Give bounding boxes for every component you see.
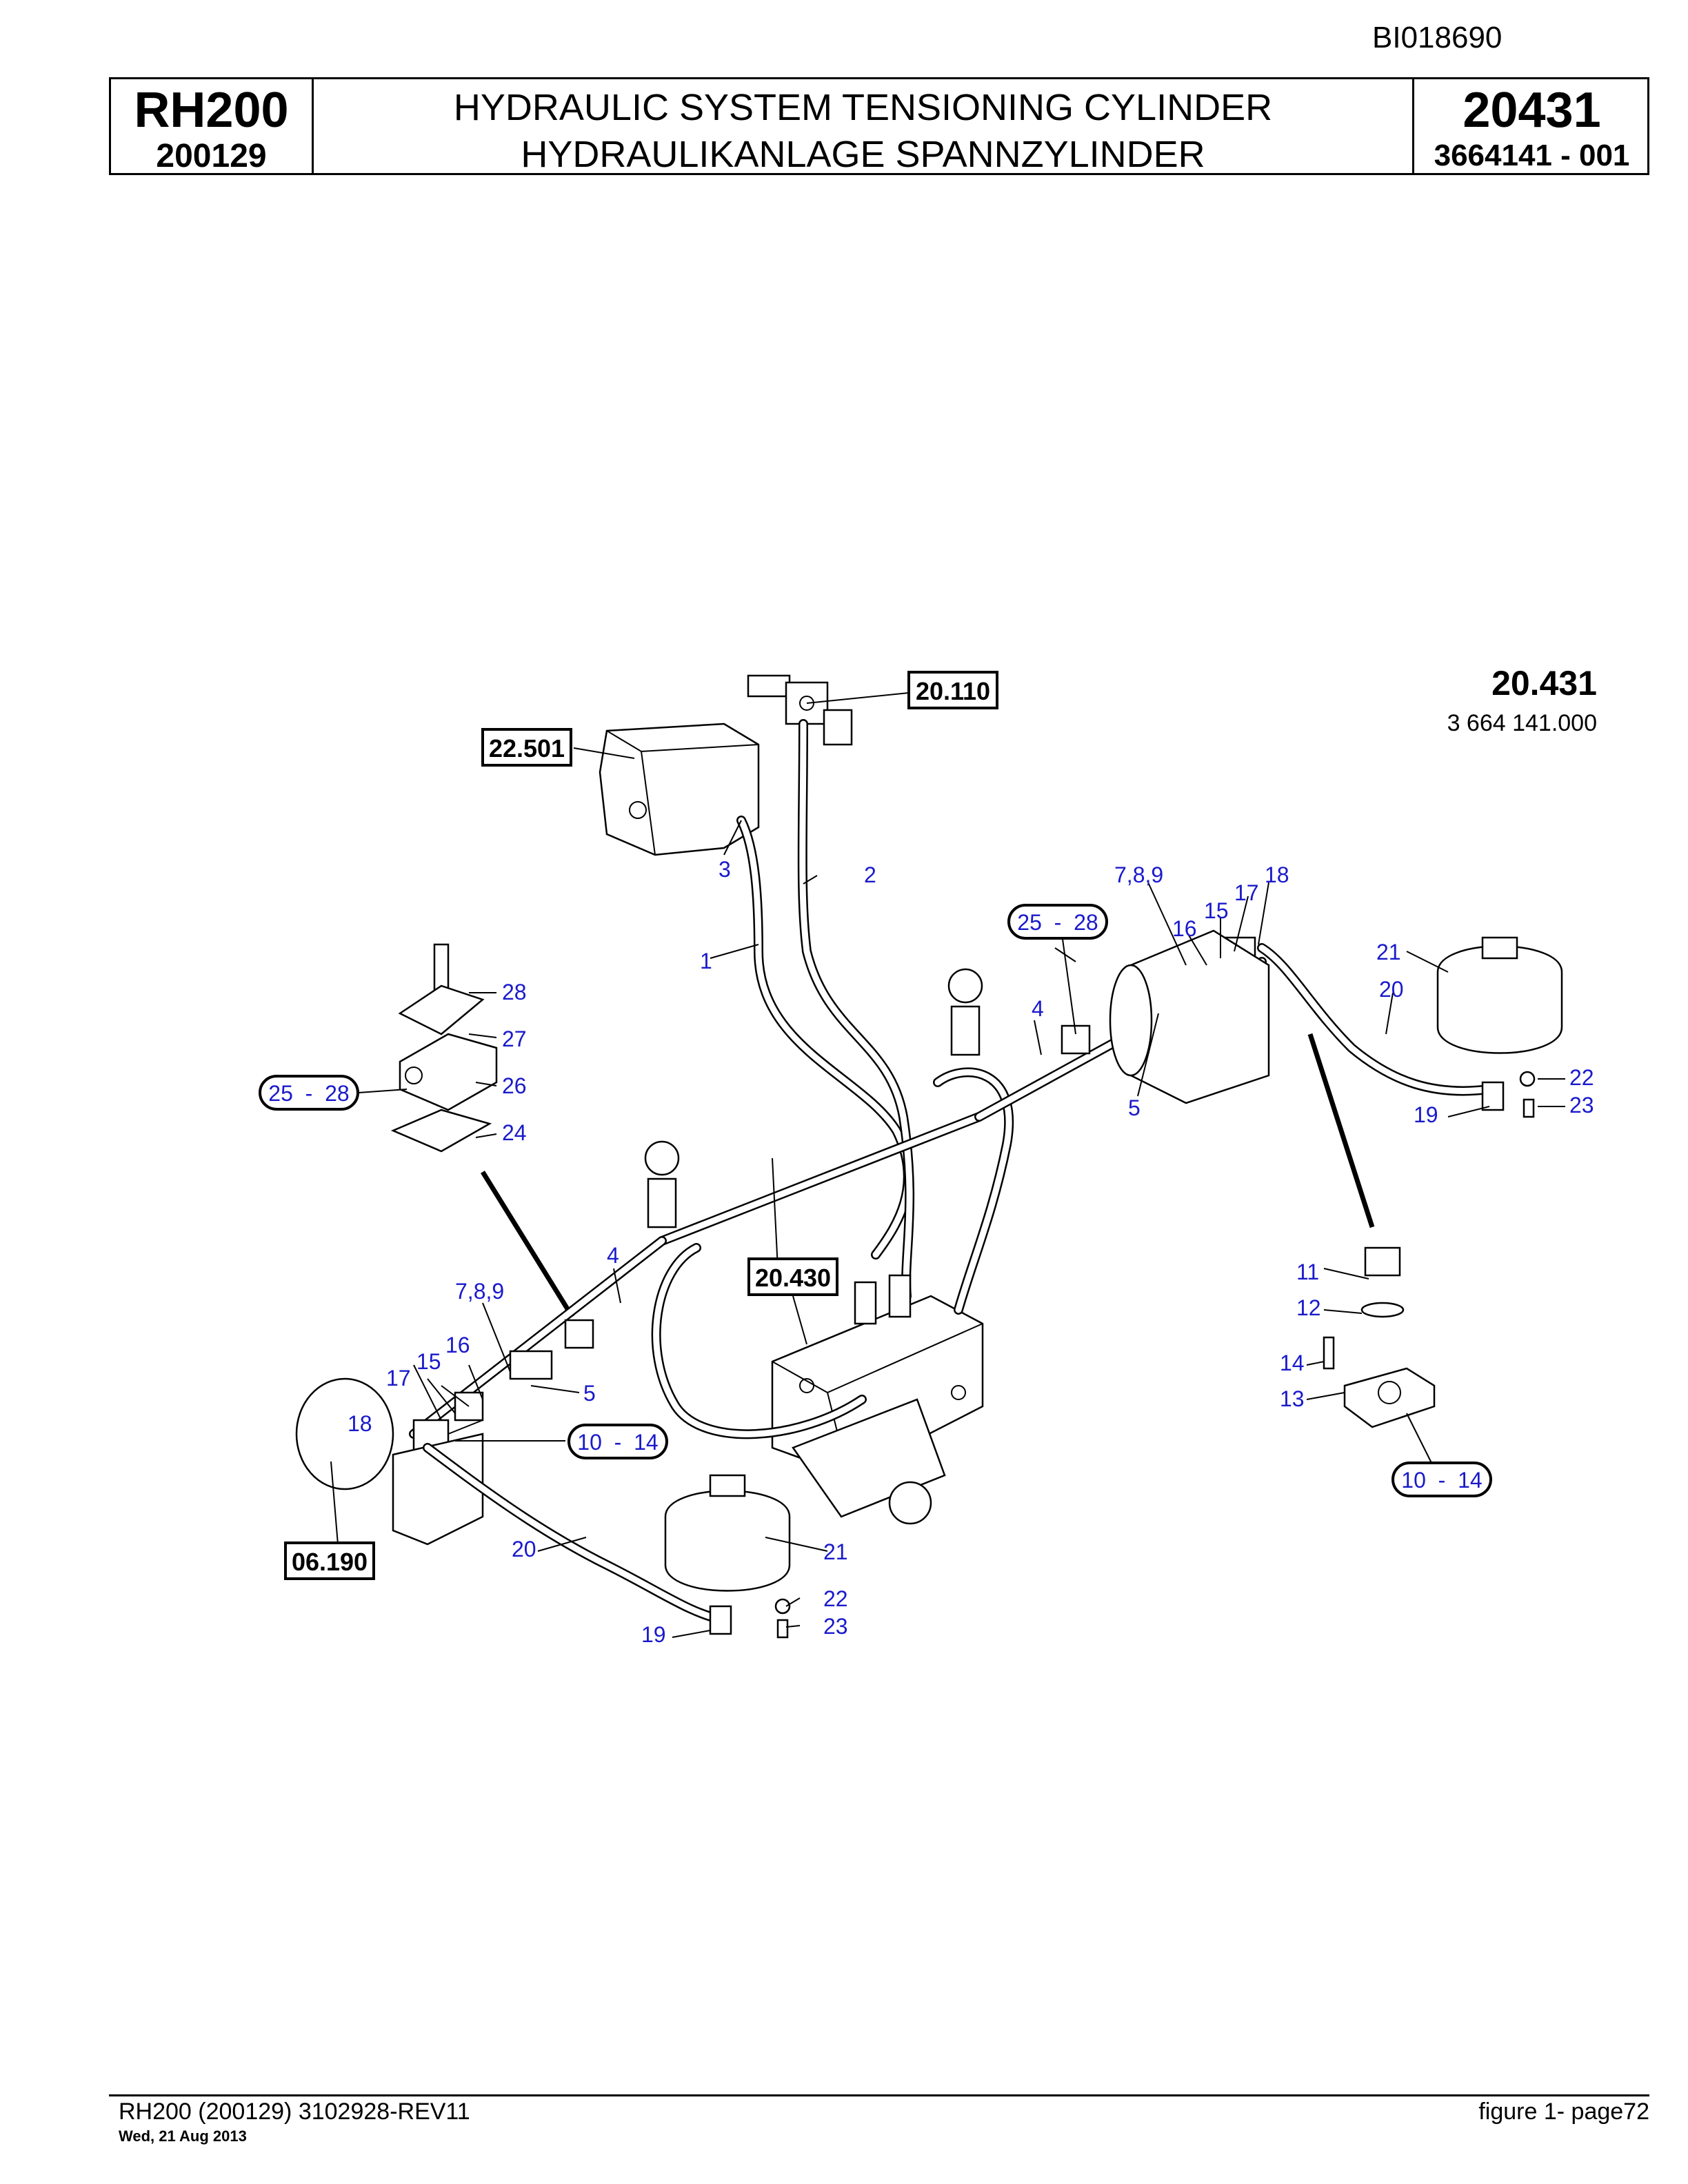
callout-17: 17 (1234, 880, 1259, 905)
group-number: 20431 (1463, 83, 1601, 138)
range-label: 25 - 28 (1017, 910, 1098, 935)
range-oval-10-14-left[interactable]: 10 - 14 (567, 1424, 668, 1459)
callout-28: 28 (502, 980, 527, 1004)
leader-lines (330, 692, 1565, 1638)
callout-22: 22 (1569, 1065, 1594, 1090)
callout-23-left: 23 (823, 1614, 848, 1639)
callout-16-left: 16 (445, 1333, 470, 1357)
part-number: 3664141 - 001 (1434, 139, 1630, 172)
range-oval-25-28-left[interactable]: 25 - 28 (259, 1075, 359, 1111)
callout-5-left: 5 (583, 1381, 596, 1406)
ref-box-20110[interactable]: 20.110 (907, 671, 998, 709)
callout-11: 11 (1296, 1260, 1319, 1284)
callout-labels: 1 2 3 4 5 7,8,9 15 16 17 18 19 20 21 22 … (348, 857, 1594, 1647)
callout-7-8-9: 7,8,9 (1114, 862, 1163, 887)
title-german: HYDRAULIKANLAGE SPANNZYLINDER (521, 134, 1205, 175)
callout-21-left: 21 (823, 1539, 848, 1564)
hose-1 (736, 816, 913, 1260)
range-oval-25-28-upper[interactable]: 25 - 28 (1007, 904, 1108, 940)
callout-15: 15 (1204, 898, 1229, 923)
group-cell: 20431 3664141 - 001 (1414, 79, 1649, 173)
accumulator-right (1436, 936, 1563, 1118)
title-cell: HYDRAULIC SYSTEM TENSIONING CYLINDER HYD… (314, 79, 1414, 175)
ref-box-label: 20.110 (916, 677, 990, 705)
range-oval-10-14-right[interactable]: 10 - 14 (1391, 1462, 1492, 1497)
callout-7-8-9-left: 7,8,9 (455, 1279, 504, 1304)
callout-27: 27 (502, 1027, 527, 1051)
ref-box-label: 06.190 (292, 1548, 368, 1576)
right-tube-assembly (974, 929, 1494, 1122)
callout-23: 23 (1569, 1093, 1594, 1118)
callout-19-left: 19 (641, 1622, 666, 1647)
range-label: 10 - 14 (577, 1430, 658, 1455)
figure-group-ref: 20.431 (1491, 664, 1597, 702)
callout-13: 13 (1280, 1386, 1305, 1411)
upper-valve-assembly (644, 968, 1014, 1439)
figure-part-ref: 3 664 141.000 (1447, 710, 1597, 736)
hose-2 (797, 719, 915, 1301)
document-id: BI018690 (1372, 21, 1503, 54)
callout-4-left: 4 (607, 1243, 619, 1268)
footer-page: figure 1- page72 (1478, 2099, 1649, 2125)
range-label: 10 - 14 (1401, 1468, 1482, 1493)
manifold-block-22501 (599, 722, 760, 856)
callout-20-left: 20 (512, 1537, 536, 1561)
callout-18: 18 (1265, 862, 1289, 887)
flange-detail-right (1307, 1033, 1436, 1428)
callout-2: 2 (864, 862, 876, 887)
ref-box-06190[interactable]: 06.190 (284, 1541, 375, 1580)
control-block-20430 (771, 1274, 984, 1525)
callout-3: 3 (719, 857, 731, 882)
callout-4: 4 (1032, 996, 1044, 1021)
ref-box-22501[interactable]: 22.501 (481, 728, 572, 767)
title-english: HYDRAULIC SYSTEM TENSIONING CYLINDER (453, 87, 1273, 128)
title-block: RH200 200129 HYDRAULIC SYSTEM TENSIONING… (109, 77, 1649, 175)
callout-26: 26 (502, 1073, 527, 1098)
callout-17-left: 17 (386, 1366, 411, 1391)
callout-19: 19 (1414, 1102, 1438, 1127)
callout-15-left: 15 (416, 1349, 441, 1374)
callout-20: 20 (1379, 977, 1404, 1002)
model-name: RH200 (134, 83, 289, 138)
callout-12: 12 (1296, 1295, 1321, 1320)
callout-21: 21 (1376, 940, 1401, 964)
callout-14: 14 (1280, 1351, 1305, 1375)
ref-box-20430[interactable]: 20.430 (747, 1257, 838, 1296)
clamp-detail-left (390, 943, 574, 1318)
callout-22-left: 22 (823, 1586, 848, 1611)
callout-5: 5 (1128, 1095, 1141, 1120)
accumulator-left (664, 1474, 791, 1639)
range-label: 25 - 28 (268, 1081, 349, 1106)
callout-16: 16 (1172, 916, 1197, 941)
ref-box-label: 22.501 (489, 734, 565, 762)
left-tube-assembly (295, 1236, 729, 1625)
model-cell: RH200 200129 (111, 79, 314, 174)
callout-18-left: 18 (348, 1411, 372, 1436)
footer-doc-ref: RH200 (200129) 3102928-REV11 (119, 2099, 470, 2125)
footer-rule (109, 2094, 1649, 2096)
callout-1: 1 (700, 949, 712, 973)
footer-date: Wed, 21 Aug 2013 (119, 2127, 247, 2145)
callout-24: 24 (502, 1120, 527, 1145)
serial-number: 200129 (156, 138, 267, 174)
ref-box-label: 20.430 (755, 1264, 831, 1292)
